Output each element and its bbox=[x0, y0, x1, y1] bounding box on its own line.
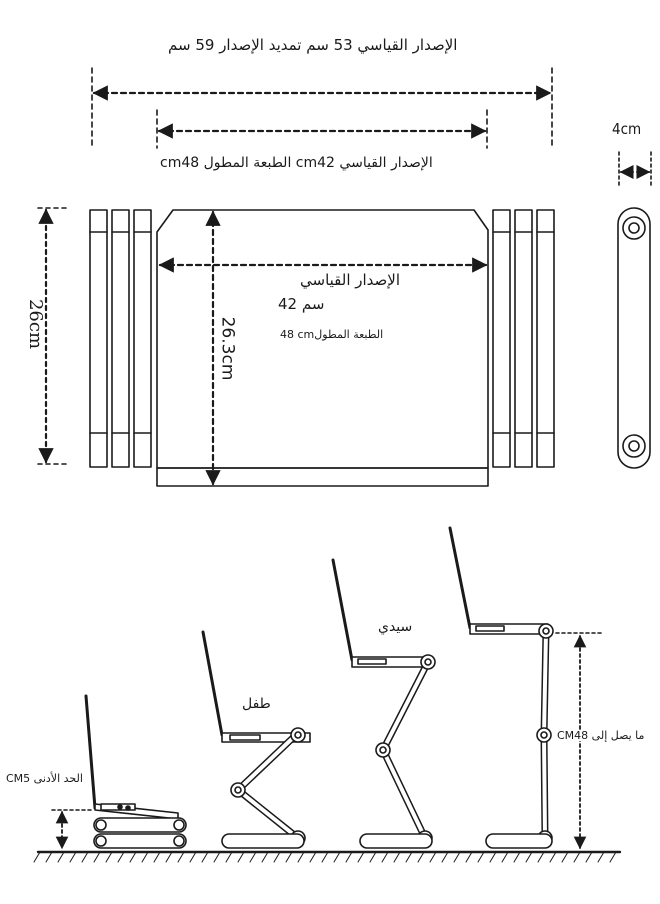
total-width-dimension bbox=[91, 67, 553, 149]
inner-width-dimension bbox=[156, 109, 488, 149]
child-label: طفل bbox=[242, 696, 271, 712]
tray-label-line1: الإصدار القياسي bbox=[300, 271, 401, 289]
maximum-height-label: CMما يصل إلى 48 bbox=[556, 729, 646, 742]
tray-label-line2: سم 42 bbox=[278, 295, 325, 313]
minimum-height-label: CMالحد الأدنى 5 bbox=[6, 772, 83, 785]
minimum-height-dimension bbox=[51, 809, 93, 850]
adult-label: سيدي bbox=[378, 619, 413, 635]
top-view bbox=[37, 67, 652, 487]
tray-outline bbox=[156, 209, 489, 487]
ground-line bbox=[33, 850, 622, 863]
total-width-label: الإصدار القياسي 53 سم تمديد الإصدار 59 س… bbox=[168, 36, 458, 54]
left-height-dimension bbox=[37, 207, 71, 465]
height-center-label: 26.3cm bbox=[217, 316, 238, 381]
tray-label-line3: 48 cmالطبعة المطول bbox=[280, 328, 384, 341]
thickness-label: 4cm bbox=[612, 120, 642, 138]
side-view bbox=[33, 526, 622, 863]
stand-child bbox=[201, 630, 311, 849]
left-leg-bars bbox=[89, 209, 152, 468]
inner-width-label: cmالطبعة المطول 48 cmالإصدار القياسي 42 bbox=[160, 155, 433, 171]
maximum-height-dimension bbox=[555, 632, 605, 850]
height-left-label: 26cm bbox=[25, 298, 47, 350]
stand-minimum bbox=[84, 694, 187, 849]
stand-maximum bbox=[448, 526, 554, 849]
right-leg-bars bbox=[492, 209, 555, 468]
thickness-dimension bbox=[618, 151, 652, 187]
stand-adult bbox=[331, 558, 436, 849]
side-profile-leg bbox=[617, 207, 651, 469]
